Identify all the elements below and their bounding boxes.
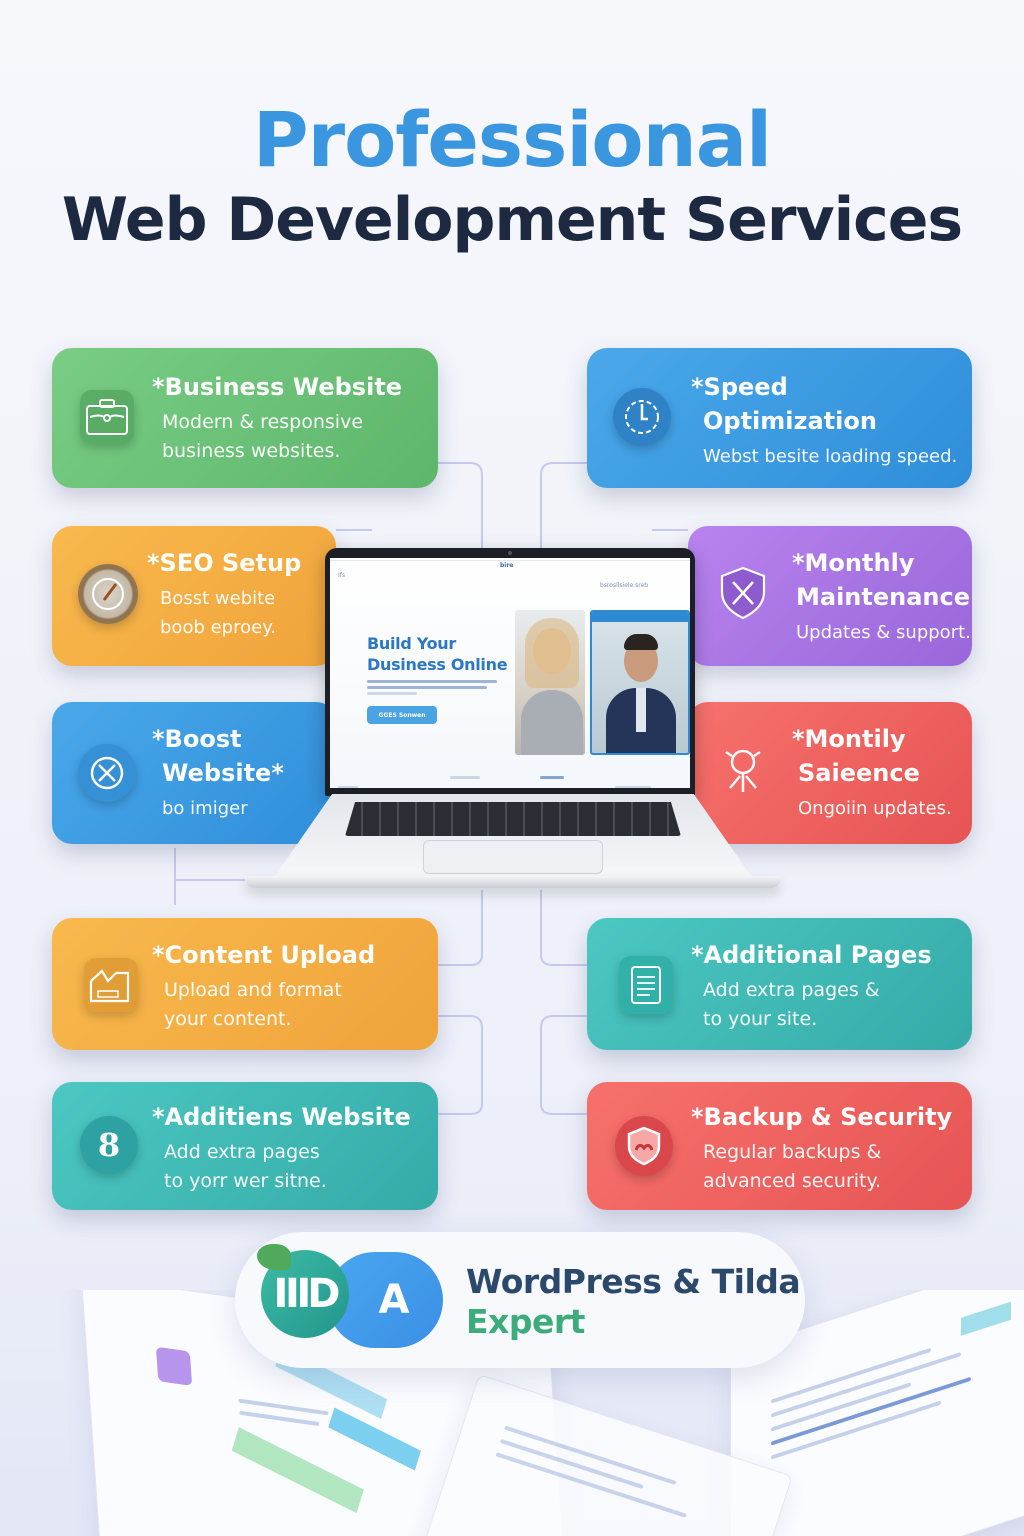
briefcase-icon — [80, 390, 134, 444]
website-preview: Ifs bire bsrosllsiele sreb Build Your Du… — [330, 558, 690, 788]
keyboard — [345, 802, 681, 836]
service-desc: Ongoiin updates. — [798, 798, 952, 819]
hero-cta-button[interactable]: GGES Sonwen — [367, 706, 437, 724]
nav-center: bire — [500, 562, 514, 569]
nav-left: Ifs — [338, 572, 346, 579]
service-title: *Business Website — [152, 373, 403, 401]
service-title: *Content Upload — [152, 941, 376, 969]
hero-heading: Build Your Dusiness Online — [367, 634, 508, 674]
service-card-additional-pages[interactable]: *Additional Pages Add extra pages & to y… — [587, 918, 972, 1050]
tilda-logo-icon: ⅢD — [257, 1244, 349, 1338]
service-card-boost-website[interactable]: *Boost Website* bo imiger — [52, 702, 336, 844]
page-title: Web Development Services — [61, 185, 963, 255]
service-card-speed-optimization[interactable]: *Speed Optimization Webst besite loading… — [587, 348, 972, 488]
document-pages-icon — [619, 956, 673, 1014]
service-card-seo-setup[interactable]: *SEO Setup Bosst webite boob eproey. — [52, 526, 336, 666]
service-desc: Modern & responsive business websites. — [162, 411, 364, 462]
service-title: *Boost Website* — [152, 725, 284, 787]
service-desc: Updates & support. — [796, 622, 971, 643]
dollar-coin-icon: 8 — [80, 1116, 138, 1174]
gauge-icon — [78, 564, 138, 624]
service-card-monthly-maintenance[interactable]: *Monthly Maintenance Updates & support. — [688, 526, 972, 666]
service-desc: Bosst webite boob eproey. — [160, 588, 276, 638]
shield-tools-icon — [714, 564, 772, 622]
service-desc: Add extra pages to yorr wer sitne. — [164, 1141, 327, 1192]
laptop-base — [245, 794, 781, 890]
service-card-business-website[interactable]: *Business Website Modern & responsive bu… — [52, 348, 438, 488]
laptop-screen: Ifs bire bsrosllsiele sreb Build Your Du… — [325, 548, 695, 796]
service-desc: Add extra pages & to your site. — [703, 979, 880, 1030]
service-title: *Backup & Security — [691, 1103, 953, 1131]
service-title: *Speed Optimization — [691, 373, 877, 435]
service-desc: Upload and format your content. — [164, 979, 342, 1030]
service-title: *Montily Saieence — [792, 725, 920, 787]
service-card-content-upload[interactable]: *Content Upload Upload and format your c… — [52, 918, 438, 1050]
service-desc: Regular backups & advanced security. — [703, 1141, 882, 1192]
page-title-accent: Professional — [252, 95, 772, 184]
service-desc: bo imiger — [162, 798, 248, 819]
expert-badge: A ⅢD WordPress & Tilda Expert — [235, 1232, 805, 1368]
tools-icon — [78, 744, 136, 802]
camera-dot — [508, 551, 512, 555]
service-desc: Webst besite loading speed. — [703, 446, 958, 467]
chart-upload-icon — [84, 958, 138, 1012]
service-title: *SEO Setup — [147, 549, 302, 577]
laptop-mockup: Ifs bire bsrosllsiele sreb Build Your Du… — [245, 548, 781, 890]
service-card-monthly-service[interactable]: *Montily Saieence Ongoiin updates. — [688, 702, 972, 844]
service-card-additions-website[interactable]: 8 *Additiens Website Add extra pages to … — [52, 1082, 438, 1210]
clock-icon — [613, 388, 671, 446]
photo-man — [590, 610, 690, 755]
shield-security-icon — [615, 1116, 673, 1176]
service-title: *Additiens Website — [152, 1103, 411, 1131]
trackpad — [423, 840, 603, 874]
service-title: *Monthly Maintenance — [792, 549, 971, 611]
nav-right: bsrosllsiele sreb — [600, 582, 649, 589]
wrench-cross-icon — [714, 742, 772, 800]
service-card-backup-security[interactable]: *Backup & Security Regular backups & adv… — [587, 1082, 972, 1210]
service-title: *Additional Pages — [691, 941, 932, 969]
badge-subtitle: Expert — [466, 1302, 585, 1341]
header: Professional Web Development Services — [0, 95, 1024, 255]
photo-woman — [515, 610, 585, 755]
badge-title: WordPress & Tilda — [466, 1262, 801, 1301]
